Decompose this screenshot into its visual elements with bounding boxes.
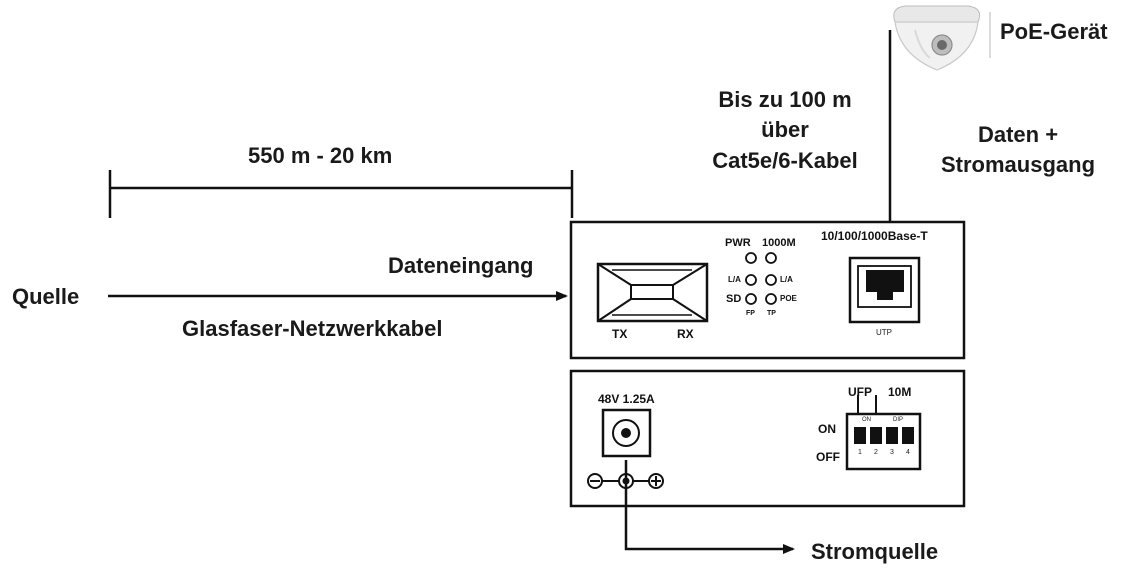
rj45-port: [848, 256, 921, 324]
dip-number-4: 4: [906, 449, 910, 456]
led-1000m: [765, 252, 777, 264]
sfp-port: [596, 262, 709, 323]
dip-switch: [845, 395, 922, 471]
source-label: Quelle: [12, 284, 80, 309]
dc-power-jack: [601, 408, 652, 458]
la-fiber-led-label: L/A: [728, 275, 741, 284]
utp-label: UTP: [876, 328, 892, 337]
dip-ufp-label: UFP: [848, 385, 872, 399]
pwr-led-label: PWR: [725, 237, 751, 249]
dip-10m-label: 10M: [888, 385, 912, 399]
copper-line-2: über: [761, 117, 809, 143]
dome-camera-icon: [893, 5, 981, 71]
fp-label: FP: [746, 310, 755, 317]
tx-label: TX: [612, 327, 628, 341]
fiber-cable-label: Glasfaser-Netzwerkkabel: [182, 316, 443, 341]
poe-led-label: POE: [780, 294, 797, 303]
dip-number-1: 1: [858, 449, 862, 456]
power-source-label: Stromquelle: [811, 539, 939, 564]
power-source-arrow: [624, 460, 795, 554]
led-poe: [765, 293, 777, 305]
rx-label: RX: [677, 327, 694, 341]
sd-led-label: SD: [726, 293, 742, 305]
poe-device-label: PoE-Gerät: [1000, 19, 1108, 44]
dip-number-3: 3: [890, 449, 894, 456]
data-input-label: Dateneingang: [388, 253, 534, 278]
led-la-copper: [765, 274, 777, 286]
dip-brand: DIP: [893, 417, 904, 423]
dip-number-2: 2: [874, 449, 878, 456]
led-la-fiber: [745, 274, 757, 286]
copper-distance-label: Bis zu 100 m über Cat5e/6-Kabel: [690, 87, 880, 173]
dip-off-label: OFF: [816, 450, 840, 464]
distance-label: 550 m - 20 km: [248, 143, 393, 168]
copper-line-1: Bis zu 100 m: [718, 87, 852, 112]
power-rating-label: 48V 1.25A: [598, 392, 655, 406]
led-pwr: [745, 252, 757, 264]
output-line-2: Stromausgang: [940, 152, 1096, 178]
la-copper-led-label: L/A: [780, 275, 793, 284]
led-indicators: [745, 252, 777, 305]
port-type-label: 10/100/1000Base-T: [821, 229, 928, 243]
distance-dimension: [108, 170, 574, 218]
dip-on-label: ON: [818, 422, 836, 436]
tp-label: TP: [767, 310, 776, 317]
output-line-1: Daten +: [977, 122, 1059, 147]
led-sd: [745, 293, 757, 305]
copper-line-3: Cat5e/6-Kabel: [712, 147, 858, 173]
output-label: Daten + Stromausgang: [918, 122, 1118, 178]
dip-on-small: ON: [862, 417, 871, 423]
speed-led-label: 1000M: [762, 237, 796, 249]
